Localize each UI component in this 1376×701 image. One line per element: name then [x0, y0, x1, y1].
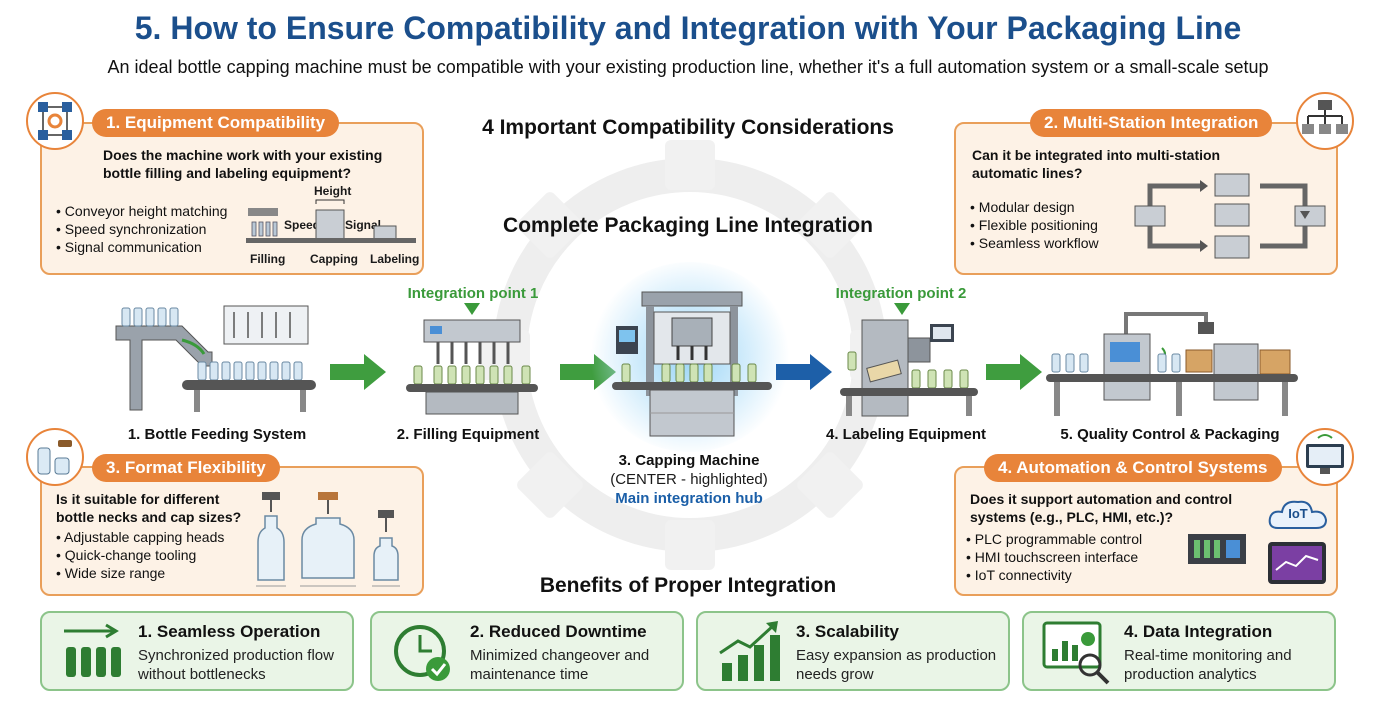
page-title: 5. How to Ensure Compatibility and Integ… — [134, 10, 1242, 46]
diagram-signal-label: Signal — [345, 218, 382, 232]
automation-question: Does it support automation and control s… — [970, 491, 1233, 525]
bottle-sizes-icon — [256, 492, 400, 587]
bottles-flow-icon — [64, 623, 121, 677]
mini-line-icon — [246, 199, 416, 243]
list-item: IoT connectivity — [966, 566, 1176, 584]
clock-check-icon — [394, 625, 450, 681]
benefit-desc: Minimized changeover and maintenance tim… — [470, 647, 650, 683]
iot-cloud-icon: IoT — [1266, 494, 1330, 534]
growth-chart-icon — [719, 621, 780, 681]
quality-control-packaging-icon — [1046, 312, 1298, 416]
bottle-feeding-machine-icon — [115, 305, 316, 412]
diagram-speed-label: Speed — [284, 218, 321, 232]
list-item: Seamless workflow — [970, 234, 1120, 252]
list-item: Modular design — [970, 198, 1120, 216]
analytics-dashboard-icon — [1042, 621, 1110, 685]
stage-label: 1. Bottle Feeding System — [127, 426, 307, 443]
flow-arrow-icon — [330, 354, 386, 390]
capping-machine-icon — [612, 291, 772, 437]
format-list: Adjustable capping heads Quick-change to… — [56, 528, 256, 582]
stage-label: 5. Quality Control & Packaging — [1060, 426, 1280, 443]
filling-machine-icon — [406, 319, 538, 415]
automation-title: 4. Automation & Control Systems — [984, 454, 1282, 482]
benefit-card: 4. Data Integration Real-time monitoring… — [1022, 611, 1336, 691]
format-question: Is it suitable for different bottle neck… — [56, 491, 242, 525]
benefit-title: 1. Seamless Operation — [138, 622, 321, 641]
equipment-compatibility-title: 1. Equipment Compatibility — [92, 109, 340, 137]
list-item: Speed synchronization — [56, 220, 246, 238]
equipment-question: Does the machine work with your existing… — [103, 147, 383, 181]
benefit-card: 1. Seamless Operation Synchronized produ… — [40, 611, 354, 691]
benefit-card: 2. Reduced Downtime Minimized changeover… — [370, 611, 684, 691]
hmi-dashboard-icon — [1296, 428, 1354, 486]
page-subtitle: An ideal bottle capping machine must be … — [107, 57, 1269, 77]
iot-label: IoT — [1288, 506, 1308, 521]
automation-list: PLC programmable control HMI touchscreen… — [966, 530, 1176, 584]
equipment-network-icon — [26, 92, 84, 150]
considerations-heading: 4 Important Compatibility Considerations — [482, 116, 894, 139]
multi-station-question: Can it be integrated into multi-station … — [972, 147, 1221, 181]
benefit-title: 3. Scalability — [796, 622, 899, 641]
stage-label: 2. Filling Equipment — [396, 426, 540, 443]
multi-station-flow-icon — [1134, 173, 1326, 259]
integration-point-1-label: Integration point 1 — [407, 285, 539, 302]
line-integration-heading: Complete Packaging Line Integration — [503, 214, 873, 237]
diagram-labeling-label: Labeling — [370, 252, 420, 266]
benefit-desc: Real-time monitoring and production anal… — [1124, 647, 1292, 683]
multi-station-icon — [1296, 92, 1354, 150]
benefit-card: 3. Scalability Easy expansion as product… — [696, 611, 1010, 691]
integration-point-1-marker — [464, 303, 480, 315]
capping-stage-note: (CENTER - highlighted) — [610, 471, 768, 488]
labeling-machine-icon — [840, 319, 978, 417]
list-item: Flexible positioning — [970, 216, 1120, 234]
diagram-filling-label: Filling — [250, 252, 286, 266]
list-item: Conveyor height matching — [56, 202, 246, 220]
list-item: HMI touchscreen interface — [966, 548, 1176, 566]
list-item: Wide size range — [56, 564, 256, 582]
integration-point-2-marker — [894, 303, 910, 315]
benefit-desc: Easy expansion as production needs grow — [796, 647, 997, 683]
diagram-height-label: Height — [314, 184, 352, 198]
multi-station-title: 2. Multi-Station Integration — [1030, 109, 1273, 137]
diagram-capping-label: Capping — [310, 252, 358, 266]
format-flexibility-title: 3. Format Flexibility — [92, 454, 280, 482]
benefit-title: 4. Data Integration — [1124, 622, 1273, 641]
list-item: Adjustable capping heads — [56, 528, 256, 546]
benefit-desc: Synchronized production flow without bot… — [138, 647, 334, 683]
benefits-heading: Benefits of Proper Integration — [539, 574, 837, 597]
capping-hub-label: Main integration hub — [615, 490, 763, 507]
bottles-icon — [26, 428, 84, 486]
stage-label: 4. Labeling Equipment — [825, 426, 986, 443]
equipment-diagram: Height Speed Signal Filling Capping Labe… — [246, 184, 420, 270]
benefit-title: 2. Reduced Downtime — [470, 622, 647, 641]
multi-station-list: Modular design Flexible positioning Seam… — [970, 198, 1120, 252]
integration-point-2-label: Integration point 2 — [835, 285, 967, 302]
capping-stage-label: 3. Capping Machine — [618, 452, 760, 469]
flow-arrow-icon — [986, 354, 1042, 390]
equipment-list: Conveyor height matching Speed synchroni… — [56, 202, 246, 256]
plc-hmi-devices-icon — [1188, 534, 1326, 584]
list-item: PLC programmable control — [966, 530, 1176, 548]
flow-arrow-icon — [776, 354, 832, 390]
list-item: Signal communication — [56, 238, 246, 256]
list-item: Quick-change tooling — [56, 546, 256, 564]
